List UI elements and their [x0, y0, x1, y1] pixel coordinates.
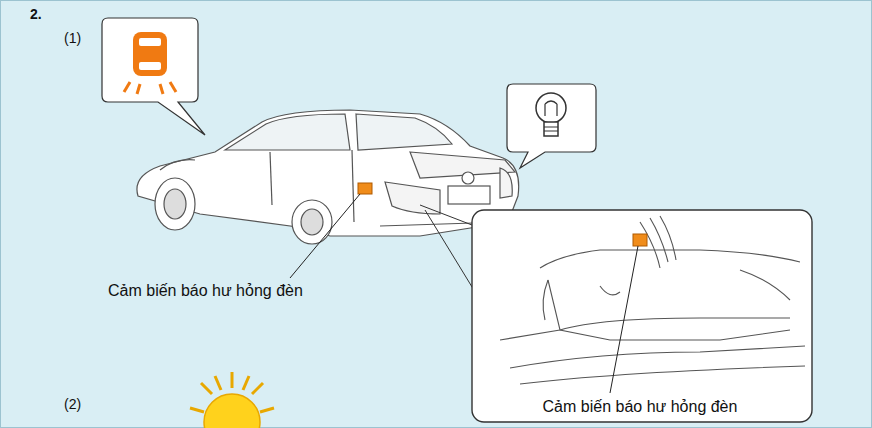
warning-callout-part: [170, 82, 176, 92]
car-drawing-part: [448, 186, 490, 204]
bulb-callout-part: [544, 127, 558, 128]
car-drawing-part: [500, 168, 512, 198]
trunk-inset-part-part: [520, 366, 805, 384]
car-drawing-part: [301, 209, 323, 235]
trunk-inset-part-part: [543, 280, 548, 320]
trunk-inset-part-part: [548, 280, 790, 340]
figure-number: 2.: [30, 6, 42, 22]
car-drawing-part: [160, 160, 195, 170]
sun-icon: [190, 372, 274, 428]
sun-icon-part-part: [260, 408, 274, 412]
callout-number: (2): [64, 396, 81, 412]
trunk-inset-part-part: [740, 270, 790, 300]
car-drawing: [137, 110, 519, 244]
leader-line: [610, 246, 638, 393]
sun-icon-part-part: [243, 376, 249, 390]
sun-icon-part-part: [201, 383, 212, 394]
trunk-inset-part-part: [510, 346, 805, 368]
car-drawing-part: [462, 172, 474, 184]
car-drawing-part: [164, 189, 186, 219]
car-drawing-part: [356, 114, 452, 150]
bulb-callout-part: [536, 93, 566, 123]
trunk-inset-part-part: [560, 318, 790, 330]
leader-line: [290, 194, 360, 278]
trunk-inset-part: [472, 210, 812, 422]
car-drawing-part: [270, 152, 272, 205]
warning-callout: [102, 18, 205, 135]
callout-number: (1): [64, 30, 81, 46]
car-drawing-part: [155, 178, 195, 230]
sun-icon-part-part: [190, 408, 204, 412]
warning-callout-part: [139, 62, 161, 70]
warning-callout-part: [137, 84, 140, 94]
part-label: Cảm biến báo hư hỏng đèn: [543, 398, 738, 416]
trunk-inset-part-part: [540, 250, 800, 268]
car-drawing-part: [410, 152, 515, 178]
bulb-callout-part: [507, 84, 596, 168]
sun-icon-part-part: [231, 372, 234, 388]
bulb-callout: [507, 84, 596, 168]
trunk-inset-part-part: [660, 216, 676, 260]
sensor-mark: [633, 234, 647, 246]
sun-icon-part: [204, 394, 260, 428]
car-drawing-part: [225, 114, 350, 150]
part-label: Cảm biến báo hư hỏng đèn: [108, 282, 303, 300]
bulb-callout-part: [544, 122, 558, 136]
warning-callout-part: [124, 82, 130, 92]
trunk-inset-part: [500, 216, 805, 384]
bulb-callout-part: [545, 101, 557, 116]
sensor-mark: [358, 183, 372, 194]
sun-icon-part-part: [252, 383, 263, 394]
warning-callout-part: [102, 18, 205, 135]
trunk-inset: [472, 210, 812, 422]
warning-callout-part: [133, 32, 167, 76]
bulb-callout-part: [544, 131, 558, 132]
warning-callout-part: [139, 38, 161, 46]
trunk-inset-part-part: [600, 286, 620, 295]
sun-icon-part-part: [215, 376, 221, 390]
car-drawing-part: [352, 150, 354, 222]
trunk-inset-part-part: [500, 330, 560, 340]
car-drawing-part: [292, 200, 332, 244]
warning-callout-part: [160, 84, 163, 94]
